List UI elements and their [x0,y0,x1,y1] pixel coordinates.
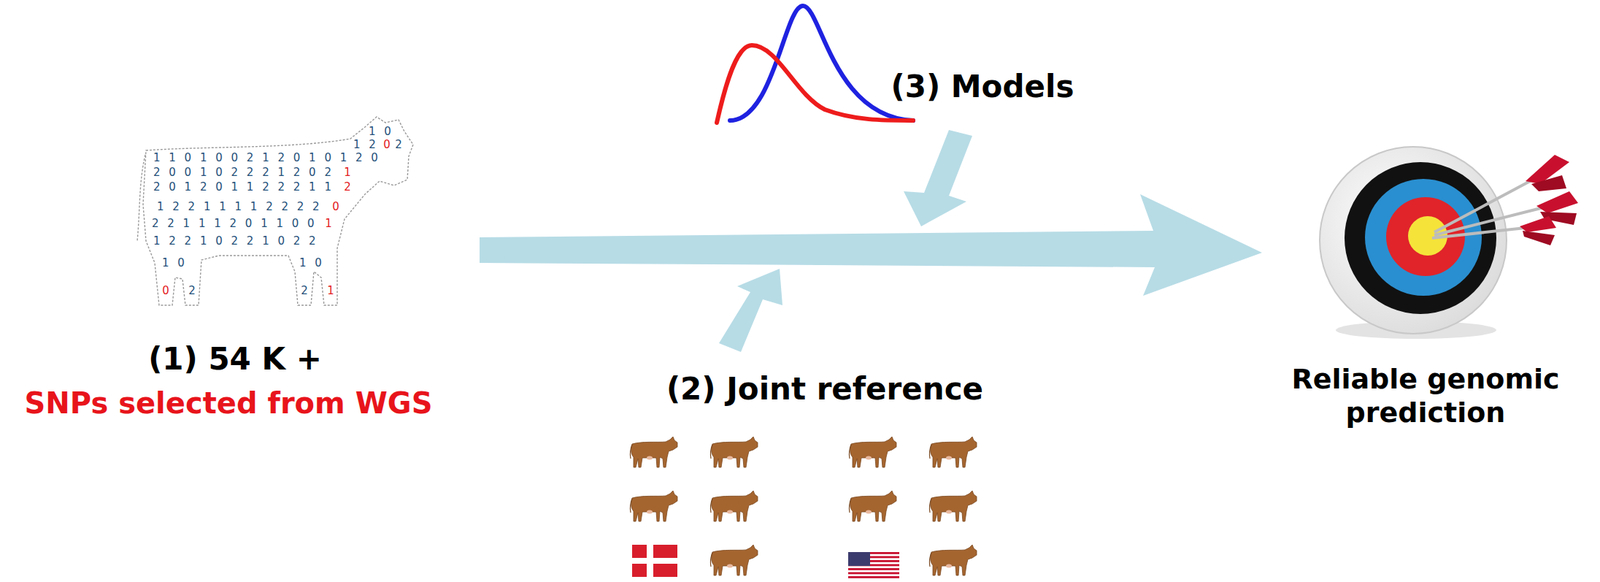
reference-arrow [718,268,783,352]
outcome-caption: Reliable genomic prediction [1257,362,1594,430]
danish-flag [632,544,678,577]
snp-digit: 2 [188,285,196,297]
snp-digit: 2 [343,181,352,193]
step-caption: (1) 54 K + [148,340,322,378]
snp-digit-row: 1 2 2 1 0 2 2 1 0 2 2 [153,235,317,247]
models-arrow [903,129,973,227]
step-caption: (3) Models [891,68,1075,106]
snp-digit: 1 [324,218,333,230]
flow-arrow [479,194,1263,296]
us-flag [848,551,900,579]
snp-digit-row: 1 0 [368,126,392,138]
snp-digit-row: 1 0 [299,257,322,269]
snp-digit-row: 2 2 1 1 1 2 0 1 1 0 0 [151,218,315,230]
snp-digit: 0 [383,139,391,151]
snp-digit: 1 [343,167,352,179]
reference-cows [629,436,977,576]
snp-digit: 2 [300,285,309,297]
snp-digit-row: 1 0 [162,257,185,269]
snp-digit: 1 [327,285,335,297]
step-caption: (2) Joint reference [666,370,984,408]
snp-digit-row: 2 0 0 1 0 2 2 2 1 2 0 2 [153,167,332,179]
target-arrows [1432,154,1579,246]
cow-outline [137,116,414,306]
snp-digit-row: 1 2 2 1 1 1 1 2 2 2 2 [156,201,320,213]
red-curve [716,45,914,123]
snp-digit: 0 [162,285,170,297]
step-caption: SNPs selected from WGS [24,385,433,421]
snp-digit-row: 2 0 1 2 0 1 1 2 2 2 1 1 [153,181,332,193]
snp-digit: 0 [332,201,340,213]
blue-curve [729,5,914,121]
target [1319,146,1507,339]
snp-digit: 2 [394,139,403,151]
snp-digit-row: 1 1 0 1 0 0 2 1 2 0 1 0 1 2 0 [153,152,379,164]
snp-digit-row: 1 2 [353,139,376,151]
